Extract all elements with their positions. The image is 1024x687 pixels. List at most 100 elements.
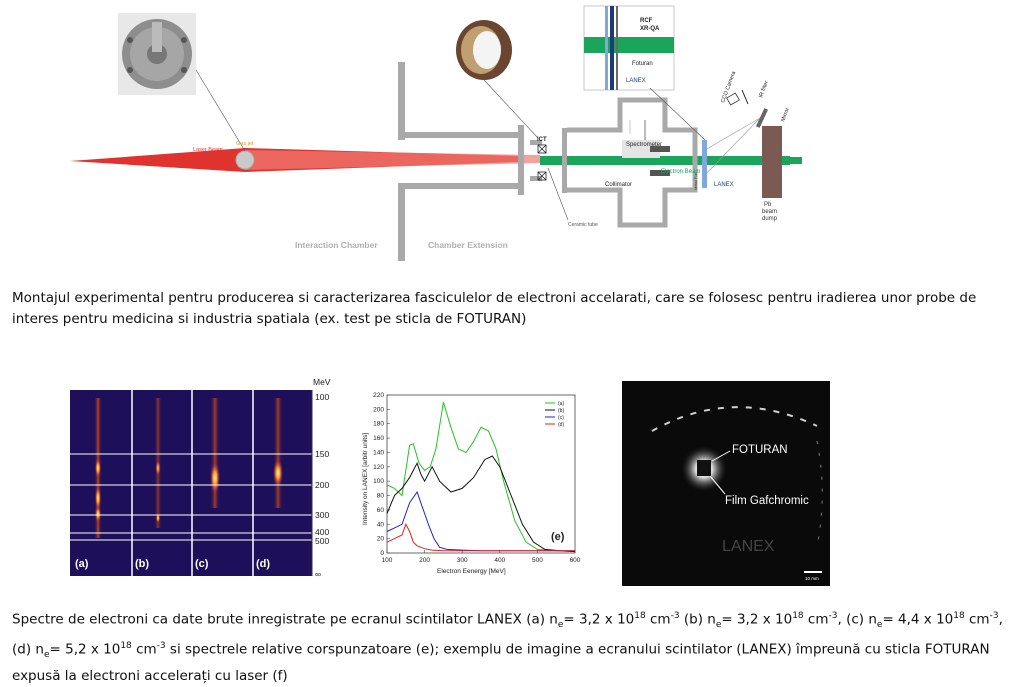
chart-panel-label: (e) [551,531,565,543]
caption-text: , (c) n [837,611,877,628]
inset-label-lanex: LANEX [626,78,646,84]
spectra-tick-300: 300 [315,510,329,520]
label-ict: ICT [537,137,547,143]
label-spectrometer: Spectrometer [626,142,662,148]
caption-text: si spectrele relative corspunzatoare (e)… [165,641,990,658]
foturan-pointer [711,450,731,462]
experimental-setup-diagram: Laser Beam Gas jet ICT Ceramic tube Spec… [70,5,802,261]
caption-unit: cm [645,611,671,628]
label-gas-jet: Gas jet [236,141,254,147]
y-tick-label: 60 [377,507,385,514]
mirror [755,108,769,128]
lanex-label-foturan: FOTURAN [732,444,788,456]
caption-spectra: Spectre de electroni ca date brute inreg… [12,606,1020,687]
spectra-tick-400: 400 [315,527,329,537]
inset-label-foturan: Foturan [632,61,653,67]
spectra-tick-200: 200 [315,480,329,490]
chart-ylabel: Intensity on LANEX [arbitr units] [362,433,369,525]
superscript-neg3: -3 [670,611,680,621]
spectra-tick-500: 500 [315,536,329,546]
caption-setup: Montajul experimental pentru producerea … [12,290,977,327]
ccd-camera [726,89,749,106]
y-tick-label: 160 [373,435,384,442]
electron-beam [540,156,790,165]
superscript-18: 18 [634,611,646,621]
spectrum-panel-c [210,398,220,508]
raw-spectra-panel: MeV 100 150 200 300 400 500 ∞ (a) (b) (c… [70,378,331,578]
spectra-tick-inf: ∞ [315,569,321,578]
label-pb-1: Pb [764,202,772,208]
spectra-tick-100: 100 [315,392,329,402]
label-ceramic-tube: Ceramic tube [568,222,598,228]
chart-legend: (a)(b)(c)(d) [545,401,564,428]
lanex-image-panel: FOTURAN Film Gafchromic LANEX 10 mm [622,381,830,586]
chart-xlabel: Electron Eenergy [MeV] [437,568,506,575]
y-tick-label: 0 [380,550,384,557]
beam-dump [762,126,782,198]
legend-label: (a) [558,401,564,407]
label-chamber-extension: Chamber Extension [428,240,508,250]
caption-unit: cm [964,611,990,628]
caption-spectra-line-3: expusă la electroni accelerați cu laser … [12,668,288,685]
spectra-label-a: (a) [75,558,89,570]
lanex-rim-arc-side [816,440,823,542]
camera-view-line [704,117,761,151]
x-tick-label: 600 [570,557,581,564]
chart-plot-area [386,394,576,554]
spectra-unit: MeV [313,378,331,387]
ceramic-tube-leader [547,167,569,221]
spectrometer-magnet-inner [650,146,670,152]
y-tick-label: 80 [377,493,385,500]
gas-jet [235,150,255,170]
label-side-foil: Metal Foil [693,173,698,190]
spectra-energy-lines [70,453,312,541]
ict-ring-photo [456,20,512,80]
caption-unit: cm [131,641,157,658]
spectra-label-d: (d) [256,558,270,570]
lanex-label-lanex: LANEX [722,538,775,555]
series-line-4 [386,523,575,552]
superscript-18: 18 [120,641,132,652]
y-tick-label: 100 [373,478,384,485]
x-tick-label: 200 [419,557,430,564]
label-pb-2: beam [762,209,777,215]
caption-text: Spectre de electroni ca date brute inreg… [12,611,558,628]
spectrometer-chamber [567,97,698,228]
spectra-panel-dividers [131,390,254,576]
electron-beam-tail [790,157,802,164]
lanex-screen [702,140,707,188]
caption-spectra-line-1: Spectre de electroni ca date brute inreg… [12,606,1020,636]
caption-punct: , [998,611,1003,628]
caption-value: = 4,4 x 10 [882,611,954,628]
camera-view-line-2 [704,117,761,176]
caption-unit: cm [803,611,829,628]
laser-beam-focus [245,150,540,170]
label-pb-3: dump [762,216,778,222]
superscript-neg3: -3 [989,611,999,621]
lanex-label-film: Film Gafchromic [725,495,809,507]
x-tick-label: 300 [457,557,468,564]
lanex-scale-text: 10 mm [805,576,819,581]
detector-stack-inset [583,5,675,91]
ict-leader [483,79,539,139]
subscript-e: e [715,620,722,631]
label-lanex: LANEX [714,182,734,188]
x-tick-label: 100 [382,557,393,564]
caption-value: = 5,2 x 10 [49,641,121,658]
caption-text: (b) n [679,611,716,628]
superscript-18: 18 [792,611,804,621]
spectrometer-magnet [622,140,660,158]
label-ir-filter: IR filter [758,80,770,99]
caption-text: (d) n [12,641,44,658]
lanex-image-background [622,381,830,586]
lanex-scale-bar [804,571,822,573]
subscript-e: e [557,620,564,631]
y-tick-label: 200 [373,406,384,413]
y-tick-label: 20 [377,536,385,543]
y-tick-label: 180 [373,421,384,428]
label-collimator: Collimator [605,182,632,188]
caption-value: = 3,2 x 10 [563,611,635,628]
spectrum-panel-d [273,398,283,508]
superscript-neg3: -3 [156,641,166,652]
